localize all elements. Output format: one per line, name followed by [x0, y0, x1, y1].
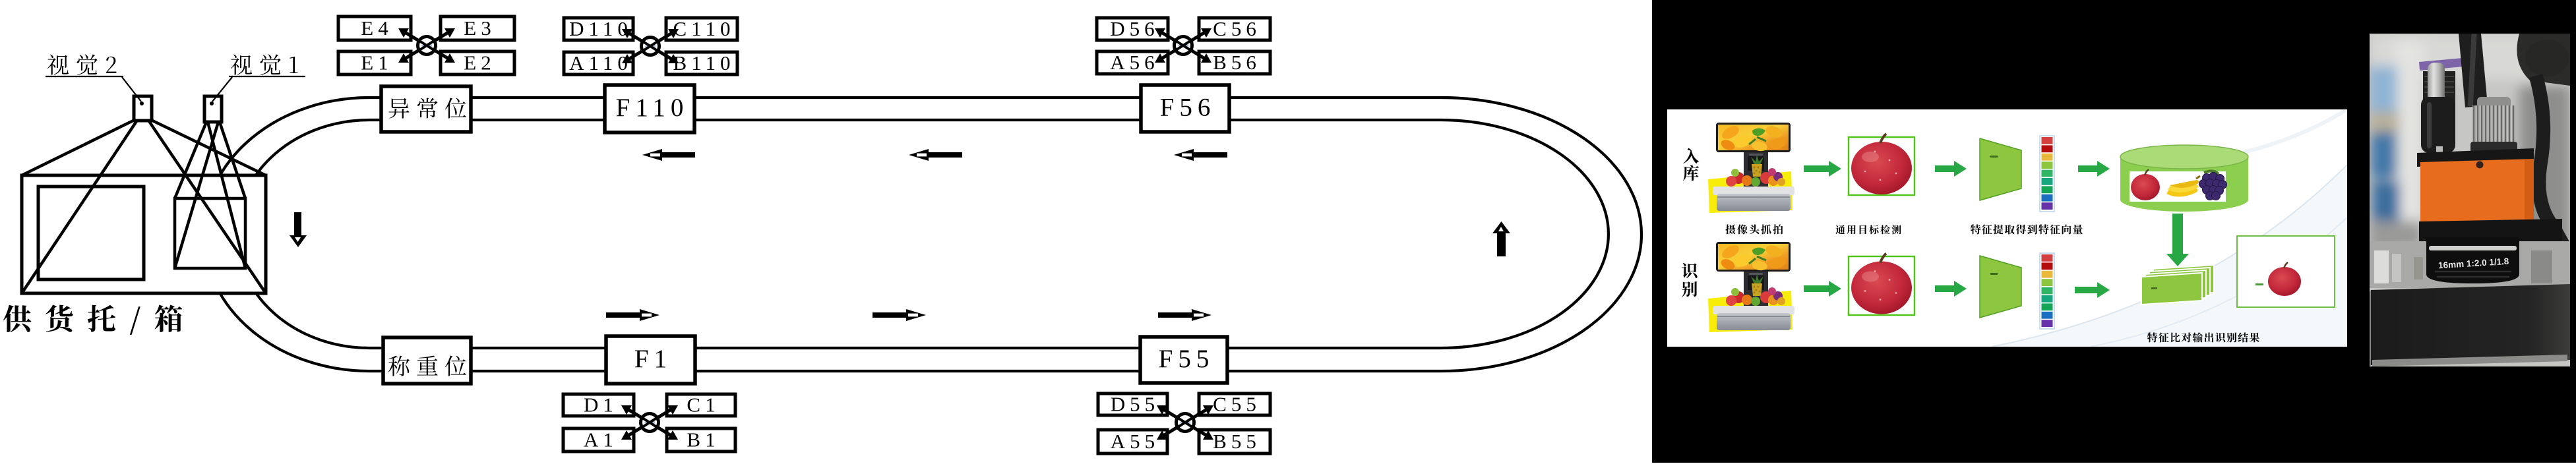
svg-text:C55: C55 [1213, 393, 1261, 416]
svg-text:D56: D56 [1110, 17, 1159, 40]
svg-text:E3: E3 [464, 16, 495, 40]
svg-text:B110: B110 [673, 51, 735, 74]
svg-text:B56: B56 [1213, 51, 1261, 74]
svg-text:16mm 1:2.0 1/1.8: 16mm 1:2.0 1/1.8 [2438, 256, 2510, 271]
svg-text:E1: E1 [361, 51, 392, 74]
svg-text:A55: A55 [1111, 430, 1159, 453]
svg-text:C1: C1 [687, 393, 720, 417]
svg-text:C110: C110 [673, 17, 735, 40]
svg-text:F56: F56 [1160, 94, 1216, 122]
svg-text:F1: F1 [634, 345, 672, 373]
svg-text:B55: B55 [1213, 430, 1261, 453]
svg-text:E4: E4 [361, 16, 392, 40]
svg-text:F55: F55 [1159, 345, 1215, 373]
svg-text:B1: B1 [687, 428, 720, 451]
svg-text:C56: C56 [1213, 17, 1261, 40]
svg-text:A56: A56 [1110, 51, 1159, 74]
svg-text:A1: A1 [584, 428, 618, 451]
svg-text:A110: A110 [569, 51, 632, 74]
svg-text:F110: F110 [616, 94, 689, 122]
svg-text:D1: D1 [584, 393, 618, 417]
svg-text:D55: D55 [1111, 393, 1159, 416]
svg-text:E2: E2 [464, 51, 495, 74]
svg-text:D110: D110 [569, 17, 632, 40]
